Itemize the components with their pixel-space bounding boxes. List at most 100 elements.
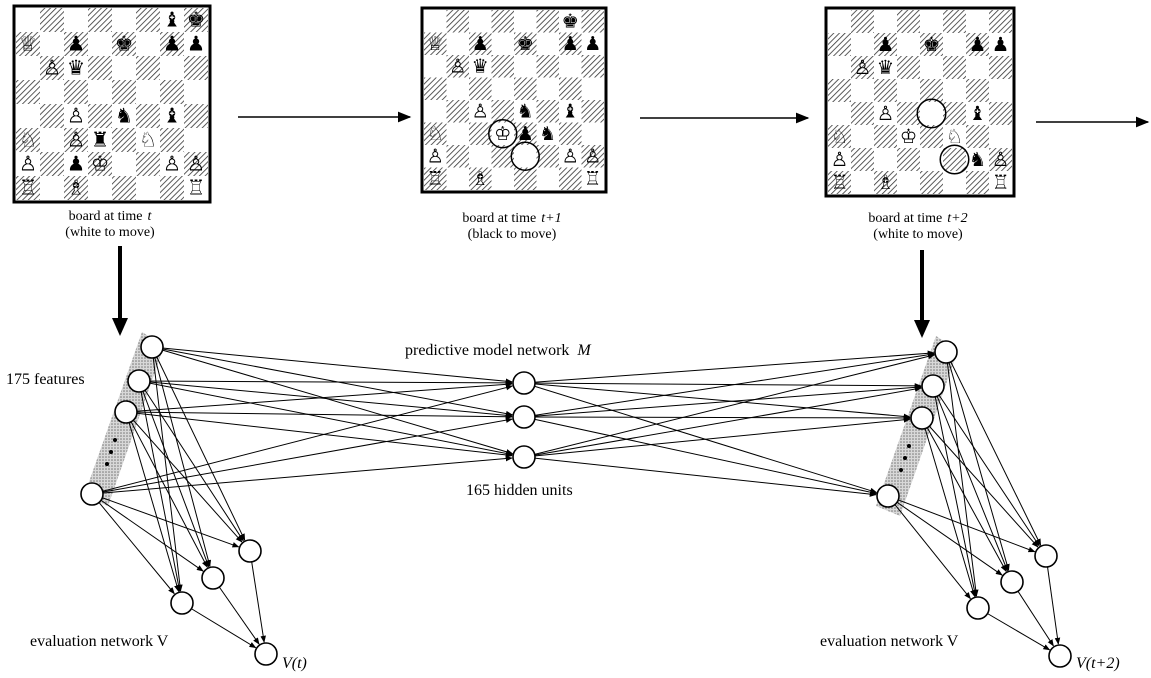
board-square (828, 171, 851, 194)
black-bishop-icon: ♝ (562, 100, 579, 123)
board-square (559, 122, 582, 145)
board-square (920, 148, 943, 171)
eval-hidden-node-left (201, 566, 225, 590)
board-square (920, 33, 943, 56)
board-square (40, 32, 64, 56)
board-square (559, 145, 582, 168)
board-square (446, 167, 469, 190)
board-square (851, 148, 874, 171)
board-square (920, 125, 943, 148)
board-square (136, 32, 160, 56)
board-square (160, 80, 184, 104)
feature-ellipsis-right (899, 444, 911, 472)
board-square (469, 145, 492, 168)
black-king-icon: ♚ (562, 10, 579, 33)
board-square (897, 102, 920, 125)
board-square (897, 171, 920, 194)
white-knight-icon: ♘ (946, 125, 964, 148)
white-pawn-icon: ♙ (449, 55, 466, 78)
board-square (491, 32, 514, 55)
model-hidden-node (512, 371, 536, 395)
move-highlight (916, 98, 947, 129)
board-square (559, 77, 582, 100)
white-rook-icon: ♖ (187, 176, 205, 200)
board-square (943, 125, 966, 148)
board-square (514, 10, 537, 33)
board-square (136, 152, 160, 176)
board-square (828, 79, 851, 102)
board-square (88, 56, 112, 80)
board-square (943, 33, 966, 56)
network-connections (91, 346, 1061, 651)
board-square (828, 102, 851, 125)
white-rook-icon: ♖ (992, 171, 1010, 194)
output-node-left (254, 642, 278, 666)
board-square (40, 176, 64, 200)
board-square (64, 32, 88, 56)
value-right-label: V(t+2) (1076, 655, 1120, 672)
white-pawn-icon: ♙ (562, 145, 579, 168)
board-square (989, 125, 1012, 148)
board-square (897, 33, 920, 56)
white-queen-icon: ♕ (427, 32, 444, 55)
board-square (966, 79, 989, 102)
model-hidden-node (512, 445, 536, 469)
board-square (920, 79, 943, 102)
white-rook-icon: ♖ (831, 171, 849, 194)
board-square (559, 10, 582, 33)
eval-hidden-node-right (1000, 570, 1024, 594)
board-square (64, 80, 88, 104)
board-square (491, 122, 514, 145)
board-square (581, 77, 604, 100)
board-square (16, 32, 40, 56)
black-pawn-icon: ♟ (562, 32, 579, 55)
board-square (966, 171, 989, 194)
board-square (160, 32, 184, 56)
board-square (491, 145, 514, 168)
board-square (64, 176, 88, 200)
board-square (184, 32, 208, 56)
board-square (40, 104, 64, 128)
board-square (851, 125, 874, 148)
black-pawn-icon: ♟ (992, 33, 1010, 56)
board-square (536, 145, 559, 168)
input-node-right (921, 374, 945, 398)
board-square (897, 125, 920, 148)
black-pawn-icon: ♟ (187, 32, 205, 56)
move-highlight (510, 141, 540, 171)
board-square (40, 80, 64, 104)
board-square (184, 128, 208, 152)
board-square (989, 33, 1012, 56)
board-square (874, 10, 897, 33)
board-square (966, 56, 989, 79)
board-square (112, 56, 136, 80)
board-square (943, 102, 966, 125)
black-knight-icon: ♞ (115, 104, 133, 128)
board-square (88, 80, 112, 104)
board-square (136, 56, 160, 80)
board-square (514, 32, 537, 55)
board-square (828, 56, 851, 79)
board-square (989, 10, 1012, 33)
board-square (40, 8, 64, 32)
white-knight-icon: ♘ (831, 125, 849, 148)
svg-text:(black to move): (black to move) (468, 227, 557, 242)
board-square (424, 77, 447, 100)
board-square (424, 122, 447, 145)
board-square (112, 80, 136, 104)
board-square (536, 77, 559, 100)
board-square (559, 100, 582, 123)
board-square (88, 152, 112, 176)
board-square (184, 56, 208, 80)
black-king-icon: ♚ (187, 8, 205, 32)
board-square (112, 8, 136, 32)
board-square (989, 102, 1012, 125)
board-square (989, 56, 1012, 79)
features-label: 175 features (6, 371, 85, 388)
board-square (112, 128, 136, 152)
board-square (851, 102, 874, 125)
